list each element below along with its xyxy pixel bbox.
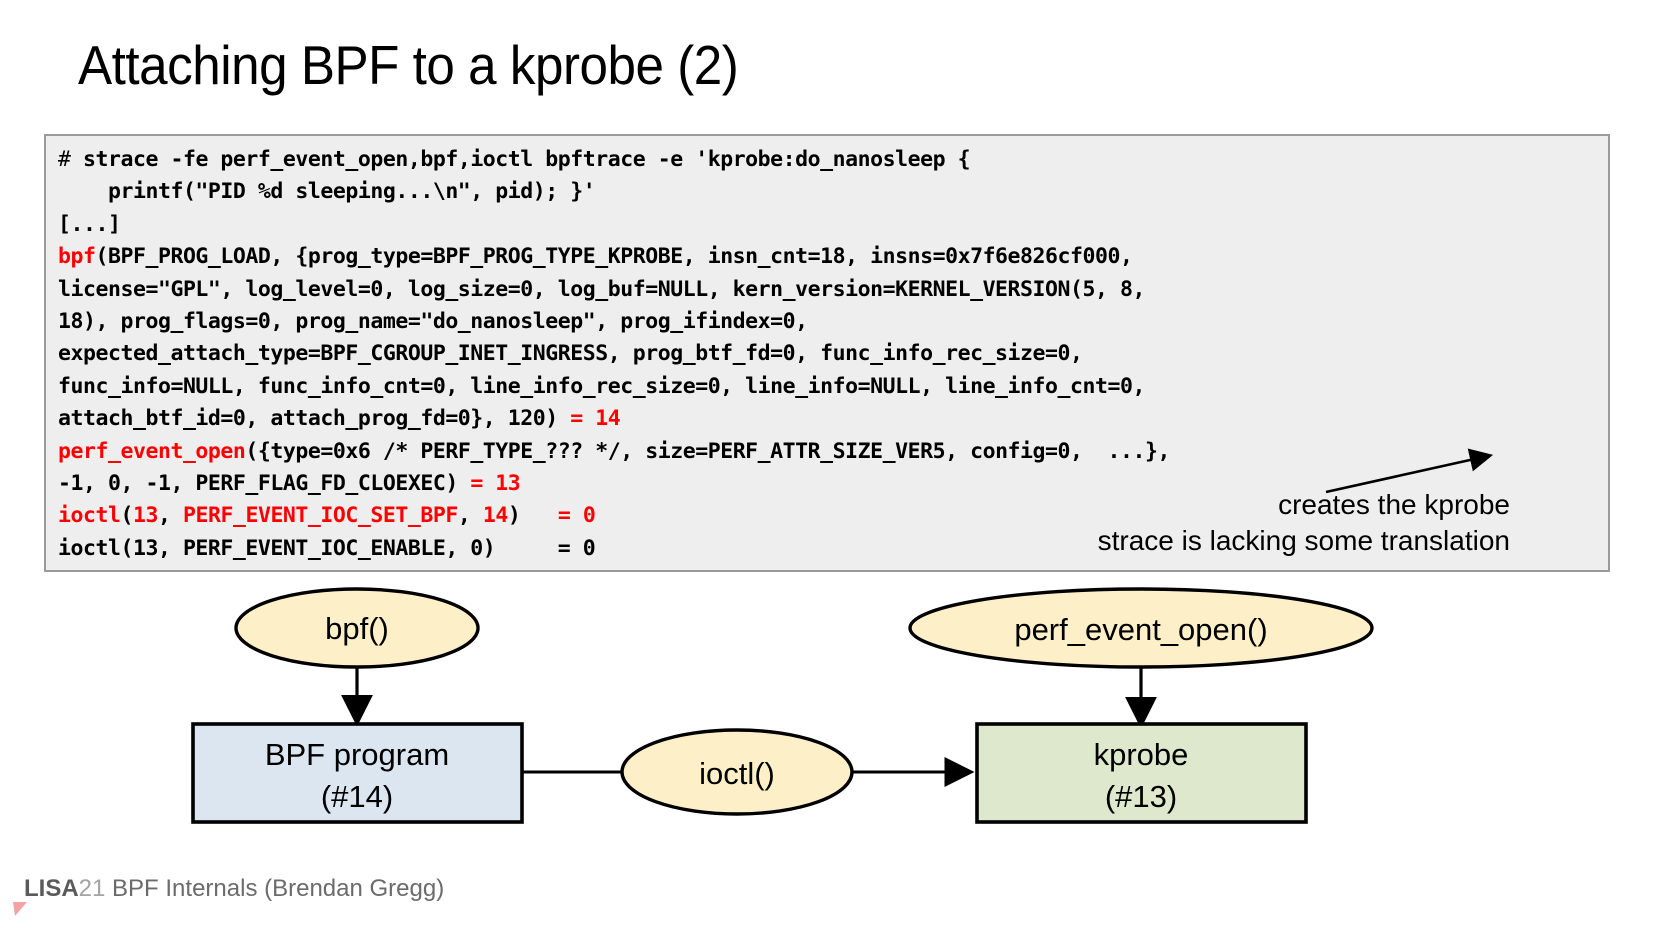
code-line: perf_event_open({type=0x6 /* PERF_TYPE_?… <box>58 436 1170 468</box>
code-segment: 14 <box>482 503 508 529</box>
code-lines: # strace -fe perf_event_open,bpf,ioctl b… <box>58 144 1170 565</box>
code-line: ioctl(13, PERF_EVENT_IOC_SET_BPF, 14) = … <box>58 500 1170 532</box>
callout-strace-translation: strace is lacking some translation <box>1097 525 1510 556</box>
code-segment: 13 <box>132 503 158 529</box>
node-ioctl-call: ioctl() <box>620 728 854 816</box>
code-segment: ioctl <box>58 503 121 529</box>
code-line: license="GPL", log_level=0, log_size=0, … <box>58 274 1170 306</box>
code-segment: 18), prog_flags=0, prog_name="do_nanosle… <box>58 308 808 334</box>
code-line: expected_attach_type=BPF_CGROUP_INET_ING… <box>58 338 1170 370</box>
code-segment: func_info=NULL, func_info_cnt=0, line_in… <box>58 373 1145 399</box>
code-segment: expected_attach_type=BPF_CGROUP_INET_ING… <box>58 341 1083 367</box>
code-segment: = 13 <box>470 470 521 496</box>
node-bpf-program-label-line1: BPF program <box>265 737 449 772</box>
footer-brand: LISA <box>24 875 79 902</box>
code-segment: license="GPL", log_level=0, log_size=0, … <box>58 276 1145 302</box>
lisa-logo-mark-icon <box>13 902 27 916</box>
code-segment: ) <box>507 503 558 529</box>
code-segment: = 0 <box>557 503 596 529</box>
node-bpf-program: BPF program (#14) <box>191 722 524 824</box>
terminal-code-block: # strace -fe perf_event_open,bpf,ioctl b… <box>44 134 1610 572</box>
node-kprobe-label-line1: kprobe <box>1094 737 1189 772</box>
node-bpf-program-label-line2: (#14) <box>321 779 393 814</box>
code-segment: strace -fe perf_event_open,bpf,ioctl bpf… <box>83 147 971 172</box>
code-line: 18), prog_flags=0, prog_name="do_nanosle… <box>58 306 1170 338</box>
code-segment: bpf <box>58 244 96 270</box>
node-perf-event-open-call: perf_event_open() <box>908 587 1374 669</box>
node-kprobe: kprobe (#13) <box>975 722 1308 824</box>
code-line: bpf(BPF_PROG_LOAD, {prog_type=BPF_PROG_T… <box>58 241 1170 273</box>
code-segment: (BPF_PROG_LOAD, {prog_type=BPF_PROG_TYPE… <box>95 244 1133 270</box>
code-line: -1, 0, -1, PERF_FLAG_FD_CLOEXEC) = 13 <box>58 468 1170 500</box>
code-line: [...] <box>58 209 1170 241</box>
code-segment: , <box>457 503 483 529</box>
code-segment: ({type=0x6 /* PERF_TYPE_??? */, size=PER… <box>245 438 1170 464</box>
code-segment: , <box>157 503 183 529</box>
code-segment: perf_event_open <box>58 438 246 464</box>
page-title: Attaching BPF to a kprobe (2) <box>78 34 739 96</box>
code-segment: PERF_EVENT_IOC_SET_BPF <box>182 503 458 529</box>
footer-subtitle: BPF Internals (Brendan Gregg) <box>105 875 445 902</box>
node-bpf-call-label: bpf() <box>325 611 389 646</box>
code-segment: ( <box>120 503 133 529</box>
code-line: printf("PID %d sleeping...\n", pid); }' <box>58 176 1170 208</box>
code-segment: ioctl(13, PERF_EVENT_IOC_ENABLE, 0) = 0 <box>58 535 596 561</box>
node-ioctl-call-label: ioctl() <box>699 756 775 791</box>
code-line: attach_btf_id=0, attach_prog_fd=0}, 120)… <box>58 403 1170 435</box>
code-segment: attach_btf_id=0, attach_prog_fd=0}, 120) <box>58 406 571 432</box>
node-bpf-call: bpf() <box>234 587 480 669</box>
footer-year: 21 <box>78 875 106 902</box>
code-segment: printf("PID %d sleeping...\n", pid); }' <box>58 179 596 205</box>
footer: LISA21 BPF Internals (Brendan Gregg) <box>24 875 444 903</box>
flow-diagram: bpf() perf_event_open() ioctl() BPF prog… <box>191 587 1374 824</box>
code-line: # strace -fe perf_event_open,bpf,ioctl b… <box>58 144 1170 176</box>
code-line: func_info=NULL, func_info_cnt=0, line_in… <box>58 371 1170 403</box>
code-segment: -1, 0, -1, PERF_FLAG_FD_CLOEXEC) <box>58 470 471 496</box>
code-segment: # <box>58 147 83 172</box>
callout-creates-the-kprobe: creates the kprobe <box>1278 489 1510 520</box>
node-perf-event-open-call-label: perf_event_open() <box>1014 612 1267 647</box>
node-kprobe-label-line2: (#13) <box>1105 779 1177 814</box>
code-line: ioctl(13, PERF_EVENT_IOC_ENABLE, 0) = 0 <box>58 533 1170 565</box>
code-segment: [...] <box>58 211 121 237</box>
code-segment: = 14 <box>570 406 621 432</box>
